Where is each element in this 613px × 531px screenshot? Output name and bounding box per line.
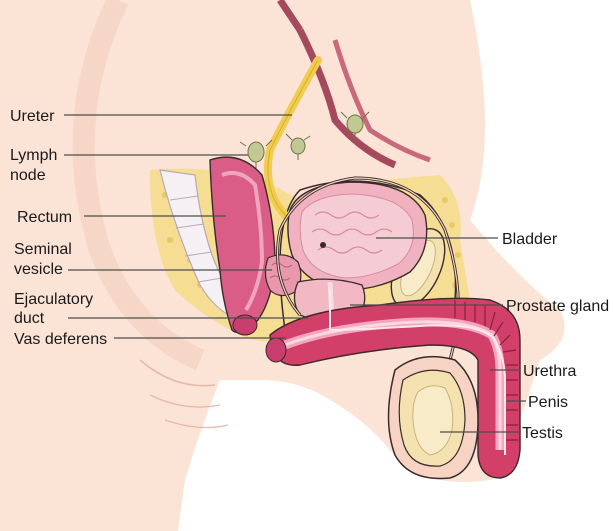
label-ejaculatory-duct-line1: Ejaculatory xyxy=(14,291,93,308)
label-penis: Penis xyxy=(528,394,568,411)
label-bladder: Bladder xyxy=(502,231,558,248)
label-lymph-node-line1: Lymph xyxy=(10,147,57,164)
label-testis: Testis xyxy=(522,425,563,442)
label-ureter: Ureter xyxy=(10,108,55,125)
label-urethra: Urethra xyxy=(523,363,576,380)
scrotum xyxy=(389,357,479,479)
label-prostate-gland: Prostate gland xyxy=(506,298,609,315)
label-lymph-node-line2: node xyxy=(10,167,46,184)
label-seminal-vesicle-line2: vesicle xyxy=(14,261,63,278)
bladder-organ xyxy=(288,182,427,290)
label-rectum: Rectum xyxy=(17,209,72,226)
label-ejaculatory-duct-line2: duct xyxy=(14,310,45,327)
label-vas-deferens: Vas deferens xyxy=(14,331,107,348)
label-seminal-vesicle-line1: Seminal xyxy=(14,241,72,258)
